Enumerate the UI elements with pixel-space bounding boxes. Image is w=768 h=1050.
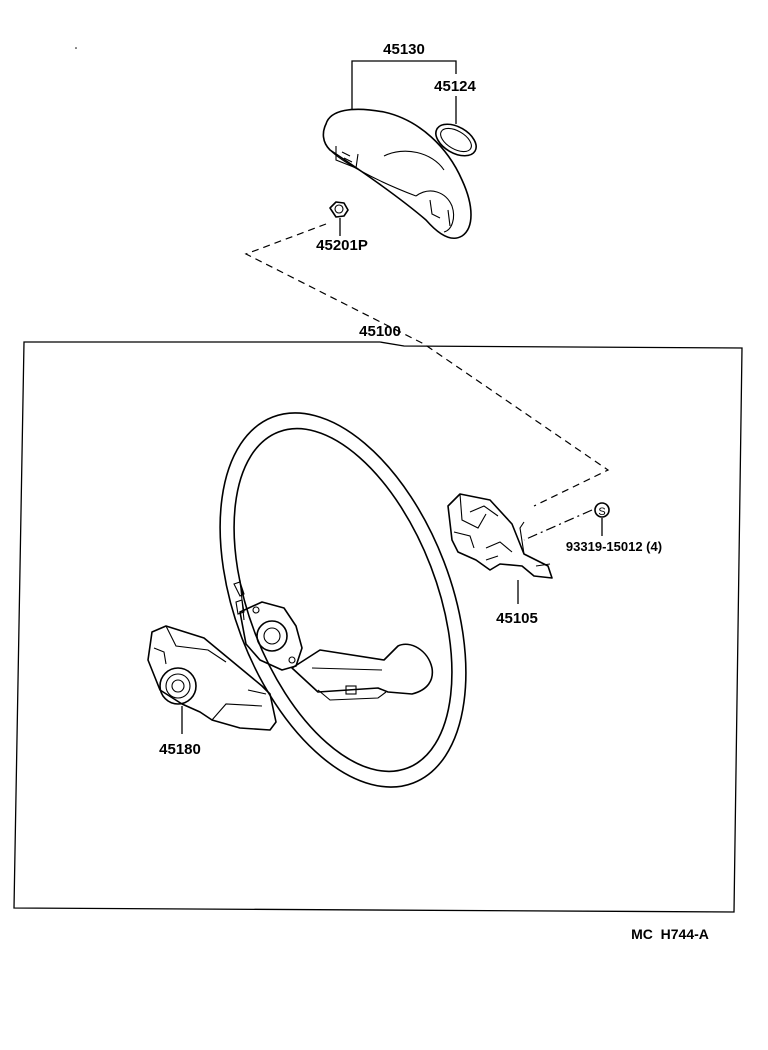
screw-fastener: S [594,502,610,536]
label-45124: 45124 [434,78,476,95]
fastener-symbol: S [598,506,605,518]
leader-45130 [351,60,457,124]
label-45105: 45105 [496,610,538,627]
stray-dot [75,47,77,49]
label-45100: 45100 [359,323,401,340]
label-45180: 45180 [159,741,201,758]
steering-wheel [219,412,467,788]
horn-pad-cover [322,108,472,240]
assembly-line-screw [523,509,593,541]
diagram-code: MC H744-A [631,926,709,942]
label-93319-15012: 93319-15012 (4) [566,539,662,554]
assembly-frame [13,341,743,913]
horn-contact-bracket [447,493,553,604]
label-45201p: 45201P [316,237,368,254]
label-45130: 45130 [383,41,425,58]
assembly-line-top [244,223,610,507]
steering-column-cover [147,625,277,734]
steering-nut [329,201,349,236]
horn-emblem-ring [435,123,477,157]
